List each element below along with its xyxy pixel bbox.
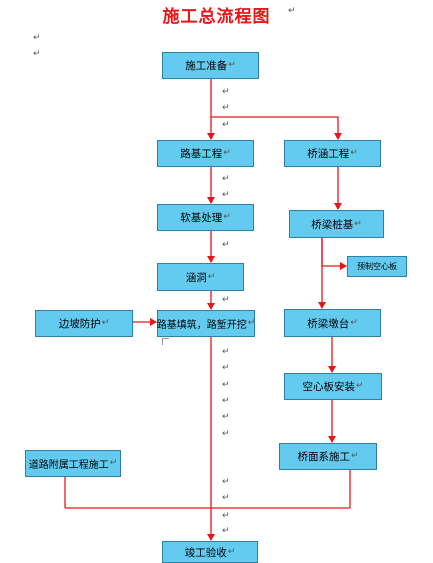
arrow-prep-bridge bbox=[211, 116, 342, 140]
node-subgrade-works: 路基工程↵ bbox=[157, 140, 254, 167]
node-label: 预制空心板 bbox=[357, 262, 397, 271]
corner-mark bbox=[162, 338, 169, 345]
node-bridge-pile: 桥梁桩基↵ bbox=[289, 210, 384, 238]
paragraph-mark: ↵ bbox=[222, 87, 230, 97]
paragraph-mark: ↵ bbox=[222, 174, 230, 184]
paragraph-mark: ↵ bbox=[222, 511, 230, 521]
node-label: 路基填筑，路堑开挖 bbox=[156, 320, 247, 331]
node-label: 竣工验收 bbox=[184, 546, 227, 559]
node-road-auxiliary: 道路附属工程施工↵ bbox=[25, 450, 121, 477]
node-label: 桥面系施工 bbox=[297, 451, 350, 463]
node-fill-cut: 路基填筑，路堑开挖↵ bbox=[157, 310, 255, 337]
paragraph-mark: ↵ bbox=[222, 412, 230, 422]
node-deck-system: 桥面系施工↵ bbox=[279, 443, 377, 470]
node-culvert: 涵洞↵ bbox=[157, 263, 244, 291]
node-bridge-culvert-works: 桥涵工程↵ bbox=[284, 140, 381, 167]
node-label: 边坡防护 bbox=[58, 318, 101, 330]
node-construction-prep: 施工准备↵ bbox=[162, 52, 259, 79]
node-label: 桥梁桩基 bbox=[311, 218, 354, 231]
node-label: 路基工程 bbox=[180, 148, 223, 160]
paragraph-mark: ↵ bbox=[288, 6, 296, 16]
paragraph-mark: ↵ bbox=[222, 526, 230, 536]
node-label: 桥梁墩台 bbox=[307, 317, 350, 330]
paragraph-mark: ↵ bbox=[33, 49, 41, 59]
paragraph-mark: ↵ bbox=[222, 103, 230, 113]
node-hollow-slab-install: 空心板安装↵ bbox=[284, 373, 382, 400]
paragraph-mark: ↵ bbox=[222, 190, 230, 200]
paragraph-mark: ↵ bbox=[222, 363, 230, 373]
node-label: 软基处理 bbox=[180, 212, 223, 224]
arrow-pile-precast bbox=[321, 238, 347, 270]
node-bridge-pier: 桥梁墩台↵ bbox=[284, 309, 381, 337]
paragraph-mark: ↵ bbox=[222, 477, 230, 487]
node-label: 道路附属工程施工 bbox=[28, 460, 109, 471]
paragraph-mark: ↵ bbox=[222, 396, 230, 406]
node-slope-protection: 边坡防护↵ bbox=[35, 310, 133, 337]
node-soft-base-treatment: 软基处理↵ bbox=[157, 204, 254, 231]
node-completion-acceptance: 竣工验收↵ bbox=[162, 541, 258, 563]
paragraph-mark: ↵ bbox=[222, 380, 230, 390]
page-title: 施工总流程图 bbox=[162, 7, 271, 27]
node-label: 施工准备 bbox=[185, 60, 228, 72]
node-precast-slab: 预制空心板 bbox=[347, 256, 407, 277]
node-label: 空心板安装 bbox=[302, 381, 355, 393]
node-label: 桥涵工程 bbox=[307, 148, 350, 160]
paragraph-mark: ↵ bbox=[222, 429, 230, 439]
paragraph-mark: ↵ bbox=[33, 33, 41, 43]
node-label: 涵洞 bbox=[185, 271, 207, 284]
paragraph-mark: ↵ bbox=[222, 120, 230, 130]
paragraph-mark: ↵ bbox=[222, 240, 230, 250]
paragraph-mark: ↵ bbox=[222, 347, 230, 357]
paragraph-mark: ↵ bbox=[222, 493, 230, 503]
paragraph-mark: ↵ bbox=[222, 295, 230, 305]
